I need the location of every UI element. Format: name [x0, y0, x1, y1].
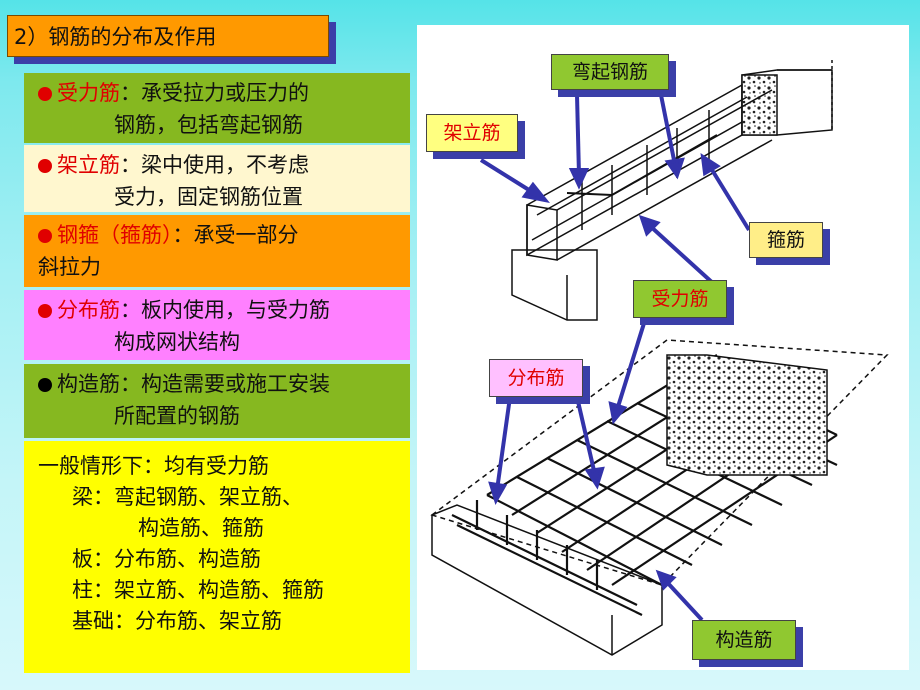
bullet-icon [38, 229, 52, 243]
bullet-icon [38, 87, 52, 101]
slab-support-left [431, 504, 663, 656]
item-main-rebar: 受力筋：承受拉力或压力的 钢筋，包括弯起钢筋 [24, 73, 410, 143]
summary-slab: 板：分布筋、构造筋 [72, 547, 261, 571]
item-term: 钢箍（箍筋） [57, 223, 173, 247]
summary-beam-cont: 构造筋、箍筋 [138, 516, 264, 540]
callout-arrows [479, 94, 751, 622]
bullet-icon [38, 378, 52, 392]
callout-bent: 弯起钢筋 [551, 54, 669, 90]
item-desc: 板内使用，与受力筋 [141, 298, 330, 322]
summary-column: 柱：架立筋、构造筋、箍筋 [72, 578, 324, 602]
bullet-icon [38, 304, 52, 318]
item-erection-rebar: 架立筋：梁中使用，不考虑 受力，固定钢筋位置 [24, 145, 410, 212]
item-construction-rebar: 构造筋：构造需要或施工安装 所配置的钢筋 [24, 364, 410, 438]
callout-construction: 构造筋 [692, 620, 796, 660]
item-desc: 梁中使用，不考虑 [141, 153, 309, 177]
summary-heading: 一般情形下：均有受力筋 [38, 454, 269, 478]
item-desc: 承受拉力或压力的 [141, 81, 309, 105]
item-term: 构造筋 [57, 372, 120, 396]
item-term: 受力筋 [57, 81, 120, 105]
item-desc: 斜拉力 [38, 255, 101, 279]
beam-base [511, 249, 598, 321]
item-desc: 构造需要或施工安装 [141, 372, 330, 396]
item-desc: 所配置的钢筋 [114, 404, 240, 428]
summary-box: 一般情形下：均有受力筋 梁：弯起钢筋、架立筋、 构造筋、箍筋 板：分布筋、构造筋… [24, 441, 410, 673]
item-distribution-rebar: 分布筋：板内使用，与受力筋 构成网状结构 [24, 290, 410, 360]
item-term: 分布筋 [57, 298, 120, 322]
item-desc: 构成网状结构 [114, 330, 240, 354]
callout-distribution: 分布筋 [489, 359, 583, 397]
item-stirrup: 钢箍（箍筋）：承受一部分 斜拉力 [24, 215, 410, 287]
item-term: 架立筋 [57, 153, 120, 177]
slab-outline [430, 339, 889, 586]
item-desc: 受力，固定钢筋位置 [114, 185, 303, 209]
beam-section [741, 74, 778, 136]
callout-stirrup: 箍筋 [749, 222, 823, 258]
summary-foundation: 基础：分布筋、架立筋 [72, 609, 282, 633]
summary-beam: 梁：弯起钢筋、架立筋、 [72, 485, 303, 509]
slab-support-right [666, 354, 828, 476]
bullet-icon [38, 159, 52, 173]
page-title: 2）钢筋的分布及作用 [7, 15, 329, 57]
rebar-drawing [430, 60, 889, 656]
item-desc: 钢筋，包括弯起钢筋 [114, 113, 303, 137]
item-desc: 承受一部分 [193, 223, 299, 247]
callout-erection: 架立筋 [426, 114, 518, 152]
callout-main: 受力筋 [633, 280, 727, 318]
